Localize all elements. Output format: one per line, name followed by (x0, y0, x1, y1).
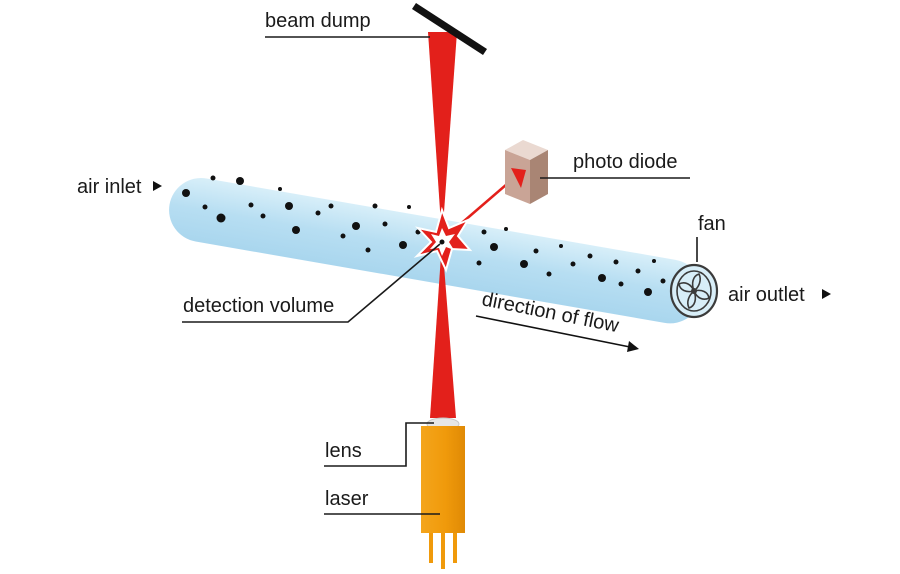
particle (399, 241, 407, 249)
particle (520, 260, 528, 268)
particle (504, 227, 508, 231)
particle (315, 210, 321, 216)
label-detection-volume: detection volume (183, 295, 334, 317)
particle (635, 268, 641, 274)
particle (481, 229, 487, 235)
particle (365, 247, 371, 253)
scatter-star-icon (413, 206, 473, 273)
particle (372, 203, 378, 209)
label-fan: fan (698, 213, 726, 235)
particle (476, 260, 482, 266)
label-laser: laser (325, 488, 369, 510)
particle (236, 177, 244, 185)
laser-module (421, 417, 465, 569)
particle (644, 288, 652, 296)
particle (490, 243, 498, 251)
beam-dump (412, 3, 487, 55)
particle (407, 205, 411, 209)
photo-diode (505, 140, 548, 204)
label-photo-diode: photo diode (573, 151, 678, 173)
particle (559, 244, 563, 248)
beam-lower (430, 240, 456, 418)
particle (292, 226, 300, 234)
particle (652, 259, 656, 263)
particle (570, 261, 576, 267)
detection-volume-leader (182, 243, 441, 323)
laser-pin (441, 533, 445, 569)
particle (260, 213, 266, 219)
particle (202, 204, 208, 210)
particle (210, 175, 216, 181)
particle (533, 248, 539, 254)
particle (587, 253, 593, 259)
fan-icon (669, 263, 719, 319)
air-outlet-arrow-icon (822, 289, 831, 299)
beam-upper (428, 32, 457, 240)
label-lens: lens (325, 440, 362, 462)
particle (618, 281, 624, 287)
photo-diode-sensor-icon (511, 168, 526, 188)
particle (248, 202, 254, 208)
leader-lines (182, 36, 698, 515)
particle (352, 222, 360, 230)
particle (285, 202, 293, 210)
flow-direction-arrow (475, 315, 639, 352)
particle (660, 278, 666, 284)
particle (382, 221, 388, 227)
laser-body (421, 426, 465, 533)
laser-pin (429, 533, 433, 563)
label-air-inlet: air inlet (77, 176, 142, 198)
particle (598, 274, 606, 282)
label-air-outlet: air outlet (728, 284, 805, 306)
particles (182, 175, 666, 296)
particle (613, 259, 619, 265)
laser-pin (453, 533, 457, 563)
particle (546, 271, 552, 277)
particle (328, 203, 334, 209)
particle (182, 189, 190, 197)
beam-dump-plate (412, 3, 487, 55)
label-beam-dump: beam dump (265, 10, 371, 32)
particle (216, 213, 226, 223)
particle (340, 233, 346, 239)
air-inlet-arrow-icon (153, 181, 162, 191)
lens-leader (324, 422, 434, 467)
particle (278, 187, 282, 191)
